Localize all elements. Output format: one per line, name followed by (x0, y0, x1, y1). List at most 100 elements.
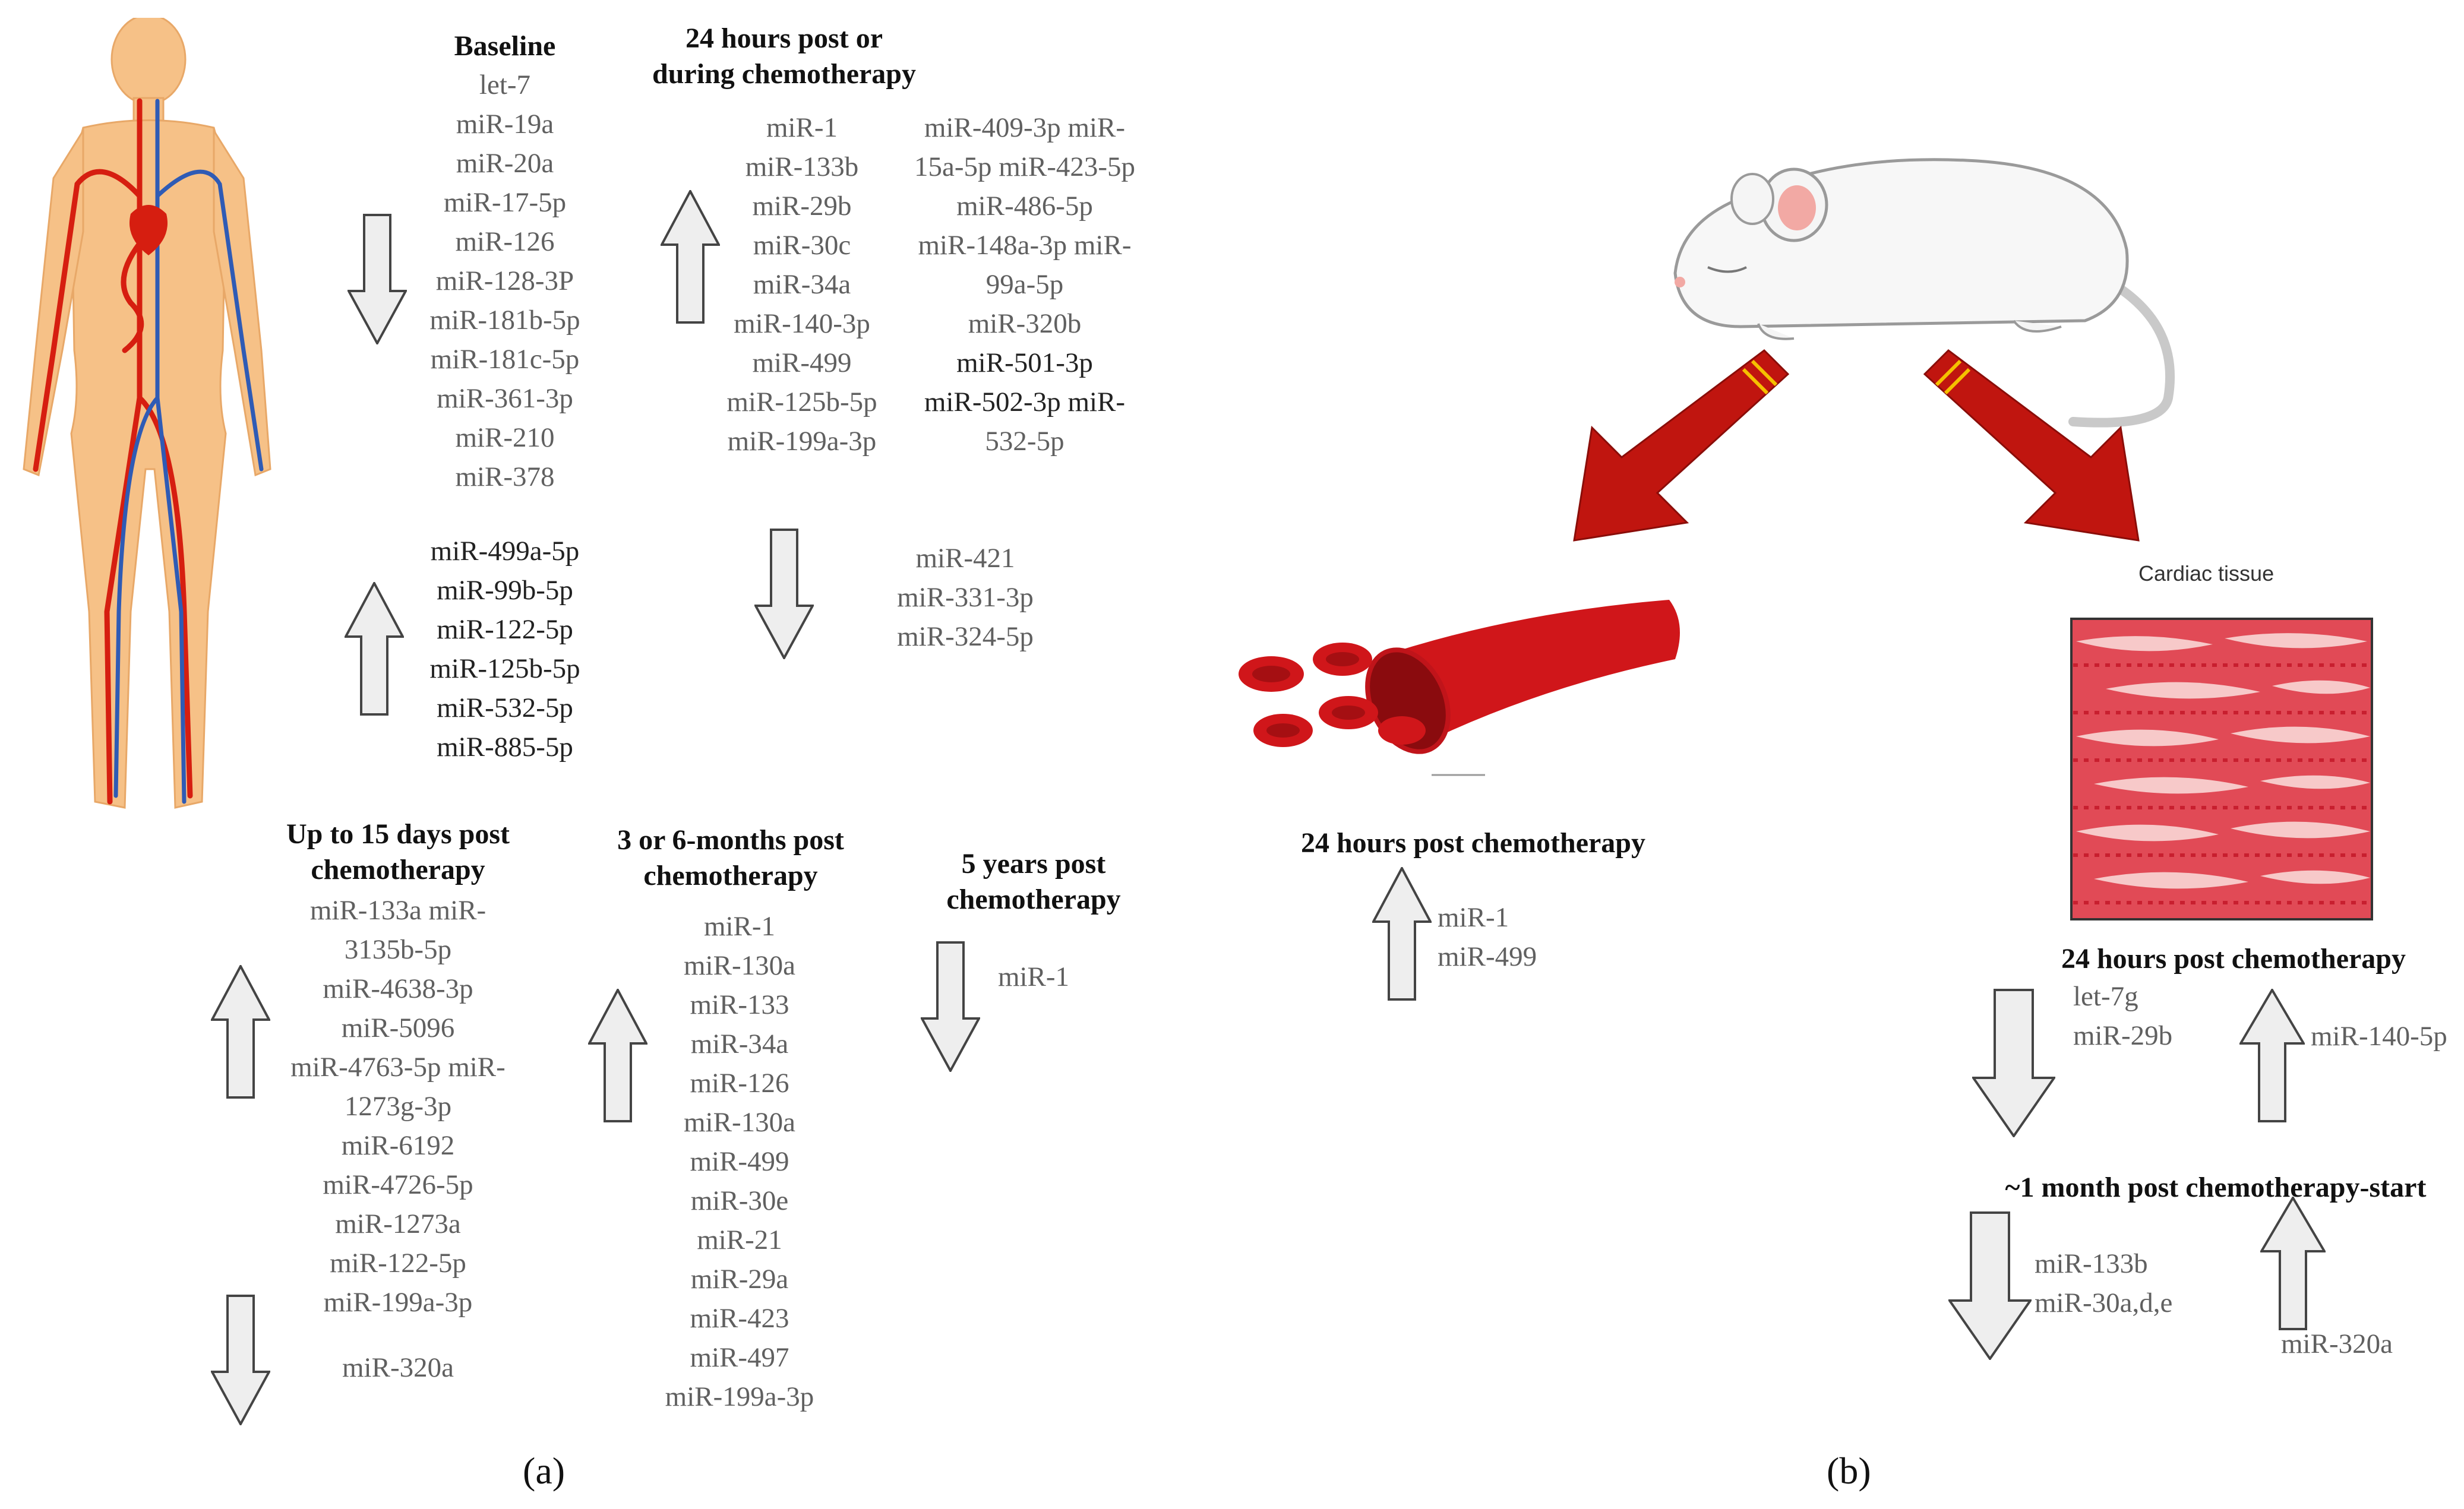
panel-b-label: (b) (1827, 1450, 1871, 1492)
mirna-label: miR-501-3p (956, 347, 1093, 378)
tissue-24h-up-list: miR-140-5p (2311, 1017, 2459, 1056)
mirna-label: miR-125b-5p (429, 653, 580, 684)
mirna-label: let-7g (2073, 981, 2138, 1012)
mirna-label: miR-133b (2035, 1248, 2148, 1279)
mirna-label: miR-423 (690, 1303, 789, 1334)
mirna-label: 15a-5p miR-423-5p (914, 151, 1136, 182)
d15-header-line: Up to 15 days post (286, 818, 510, 850)
blood-header: 24 hours post chemotherapy (1300, 827, 1645, 859)
mirna-label: miR-122-5p (330, 1248, 466, 1279)
d15-header: Up to 15 days post chemotherapy (244, 817, 552, 888)
mirna-label: miR-497 (690, 1342, 789, 1373)
panel-a-label: (a) (523, 1450, 566, 1492)
tissue-1m-up-list: miR-320a (2281, 1324, 2430, 1364)
d15-up-list: miR-133a miR- 3135b-5p miR-4638-3p miR-5… (255, 891, 541, 1322)
mirna-label: miR-140-5p (2311, 1021, 2447, 1052)
y5-header-line: 5 years post (961, 848, 1106, 880)
down-arrow-icon (1948, 1211, 2032, 1360)
tissue-24h-down-list: let-7g miR-29b (2073, 977, 2228, 1055)
down-arrow-icon (348, 214, 407, 344)
mirna-label: miR-125b-5p (726, 387, 877, 417)
mirna-label: miR-4763-5p miR- (290, 1052, 506, 1083)
mirna-label: miR-148a-3p miR- (918, 230, 1132, 261)
mirna-label: miR-34a (753, 269, 851, 300)
mirna-label: miR-181b-5p (429, 305, 580, 336)
mirna-label: miR-130a (684, 1107, 795, 1138)
mirna-label: miR-199a-3p (323, 1287, 473, 1318)
mirna-label: miR-532-5p (437, 692, 573, 723)
down-arrow-icon (211, 1295, 270, 1425)
mirna-label: miR-30e (690, 1185, 789, 1216)
m36-up-list: miR-1 miR-130a miR-133 miR-34a miR-126 m… (642, 907, 838, 1416)
baseline-down-list: let-7 miR-19a miR-20a miR-17-5p miR-126 … (392, 65, 618, 496)
red-arrow-right-icon (1919, 344, 2144, 546)
h24-header: 24 hours post or during chemotherapy (618, 21, 950, 92)
blood-up-list: miR-1 miR-499 (1438, 898, 1604, 976)
h24-down-list: miR-421 miR-331-3p miR-324-5p (864, 539, 1066, 656)
d15-down-list: miR-320a (309, 1348, 487, 1387)
mirna-label: miR-29b (2073, 1020, 2173, 1051)
mirna-label: miR-17-5p (443, 187, 567, 218)
mirna-label: miR-29b (752, 191, 852, 222)
m36-header-line: 3 or 6-months post (617, 824, 844, 856)
mirna-label: miR-361-3p (437, 383, 573, 414)
mirna-label: miR-499a-5p (430, 536, 580, 567)
mirna-label: miR-181c-5p (430, 344, 580, 375)
mirna-label: miR-122-5p (437, 614, 573, 645)
mirna-label: miR-1 (1438, 902, 1509, 933)
mirna-label: miR-126 (690, 1068, 789, 1099)
mirna-label: miR-331-3p (897, 582, 1034, 613)
mirna-label: miR-133a miR- (309, 895, 487, 926)
mirna-label: miR-126 (455, 226, 555, 257)
h24-up-list-col2: miR-409-3p miR- 15a-5p miR-423-5p miR-48… (879, 108, 1170, 461)
mirna-label: miR-99b-5p (437, 575, 573, 606)
mirna-label: 3135b-5p (344, 934, 452, 965)
tissue-24h-header: 24 hours post chemotherapy (2061, 943, 2406, 975)
mirna-label: miR-486-5p (956, 191, 1093, 222)
mirna-label: miR-210 (455, 422, 555, 453)
mirna-label: miR-421 (915, 543, 1015, 574)
mirna-label: miR-30c (753, 230, 851, 261)
mirna-label: miR-21 (697, 1225, 782, 1255)
m36-header-line: chemotherapy (643, 860, 818, 891)
down-arrow-icon (754, 529, 814, 659)
mirna-label: miR-320a (2281, 1328, 2393, 1359)
up-arrow-icon (588, 989, 647, 1122)
mirna-label: miR-502-3p miR- (924, 387, 1126, 417)
mirna-label: miR-20a (456, 148, 554, 179)
mirna-label: miR-320b (968, 308, 1082, 339)
mirna-label: 1273g-3p (344, 1091, 452, 1122)
red-arrow-left-icon (1568, 344, 1794, 546)
up-arrow-icon (211, 965, 270, 1099)
mirna-label: miR-499 (690, 1146, 789, 1177)
h24-header-line: 24 hours post or (685, 23, 883, 54)
mirna-label: let-7 (479, 69, 531, 100)
cardiac-tissue-label: Cardiac tissue (2138, 561, 2275, 586)
mirna-label: miR-30a,d,e (2035, 1287, 2173, 1318)
mirna-label: miR-320a (342, 1352, 454, 1383)
up-arrow-icon (345, 582, 404, 716)
mirna-label: miR-133 (690, 989, 789, 1020)
mirna-label: miR-409-3p miR- (924, 112, 1126, 143)
m36-header: 3 or 6-months post chemotherapy (579, 822, 882, 894)
tissue-1m-down-list: miR-133b miR-30a,d,e (2035, 1244, 2213, 1323)
down-arrow-icon (921, 941, 980, 1072)
mirna-label: miR-19a (456, 109, 554, 140)
baseline-up-list: miR-499a-5p miR-99b-5p miR-122-5p miR-12… (392, 532, 618, 767)
mirna-label: miR-6192 (341, 1130, 455, 1161)
baseline-header: Baseline (454, 30, 556, 62)
mirna-label: miR-199a-3p (665, 1381, 814, 1412)
cardiac-tissue-illustration (2070, 618, 2373, 920)
mirna-label: miR-133b (745, 151, 859, 182)
mirna-label: miR-1 (997, 961, 1070, 992)
down-arrow-icon (1972, 989, 2055, 1137)
mirna-label: miR-29a (690, 1264, 789, 1295)
mirna-label: miR-1 (766, 112, 838, 143)
mirna-label: miR-1273a (335, 1209, 461, 1239)
y5-header-line: chemotherapy (946, 884, 1121, 915)
blood-vessel-illustration (1236, 588, 1687, 784)
y5-down-list: miR-1 (986, 957, 1081, 996)
mirna-label: miR-128-3P (435, 265, 574, 296)
mirna-label: miR-499 (752, 347, 852, 378)
